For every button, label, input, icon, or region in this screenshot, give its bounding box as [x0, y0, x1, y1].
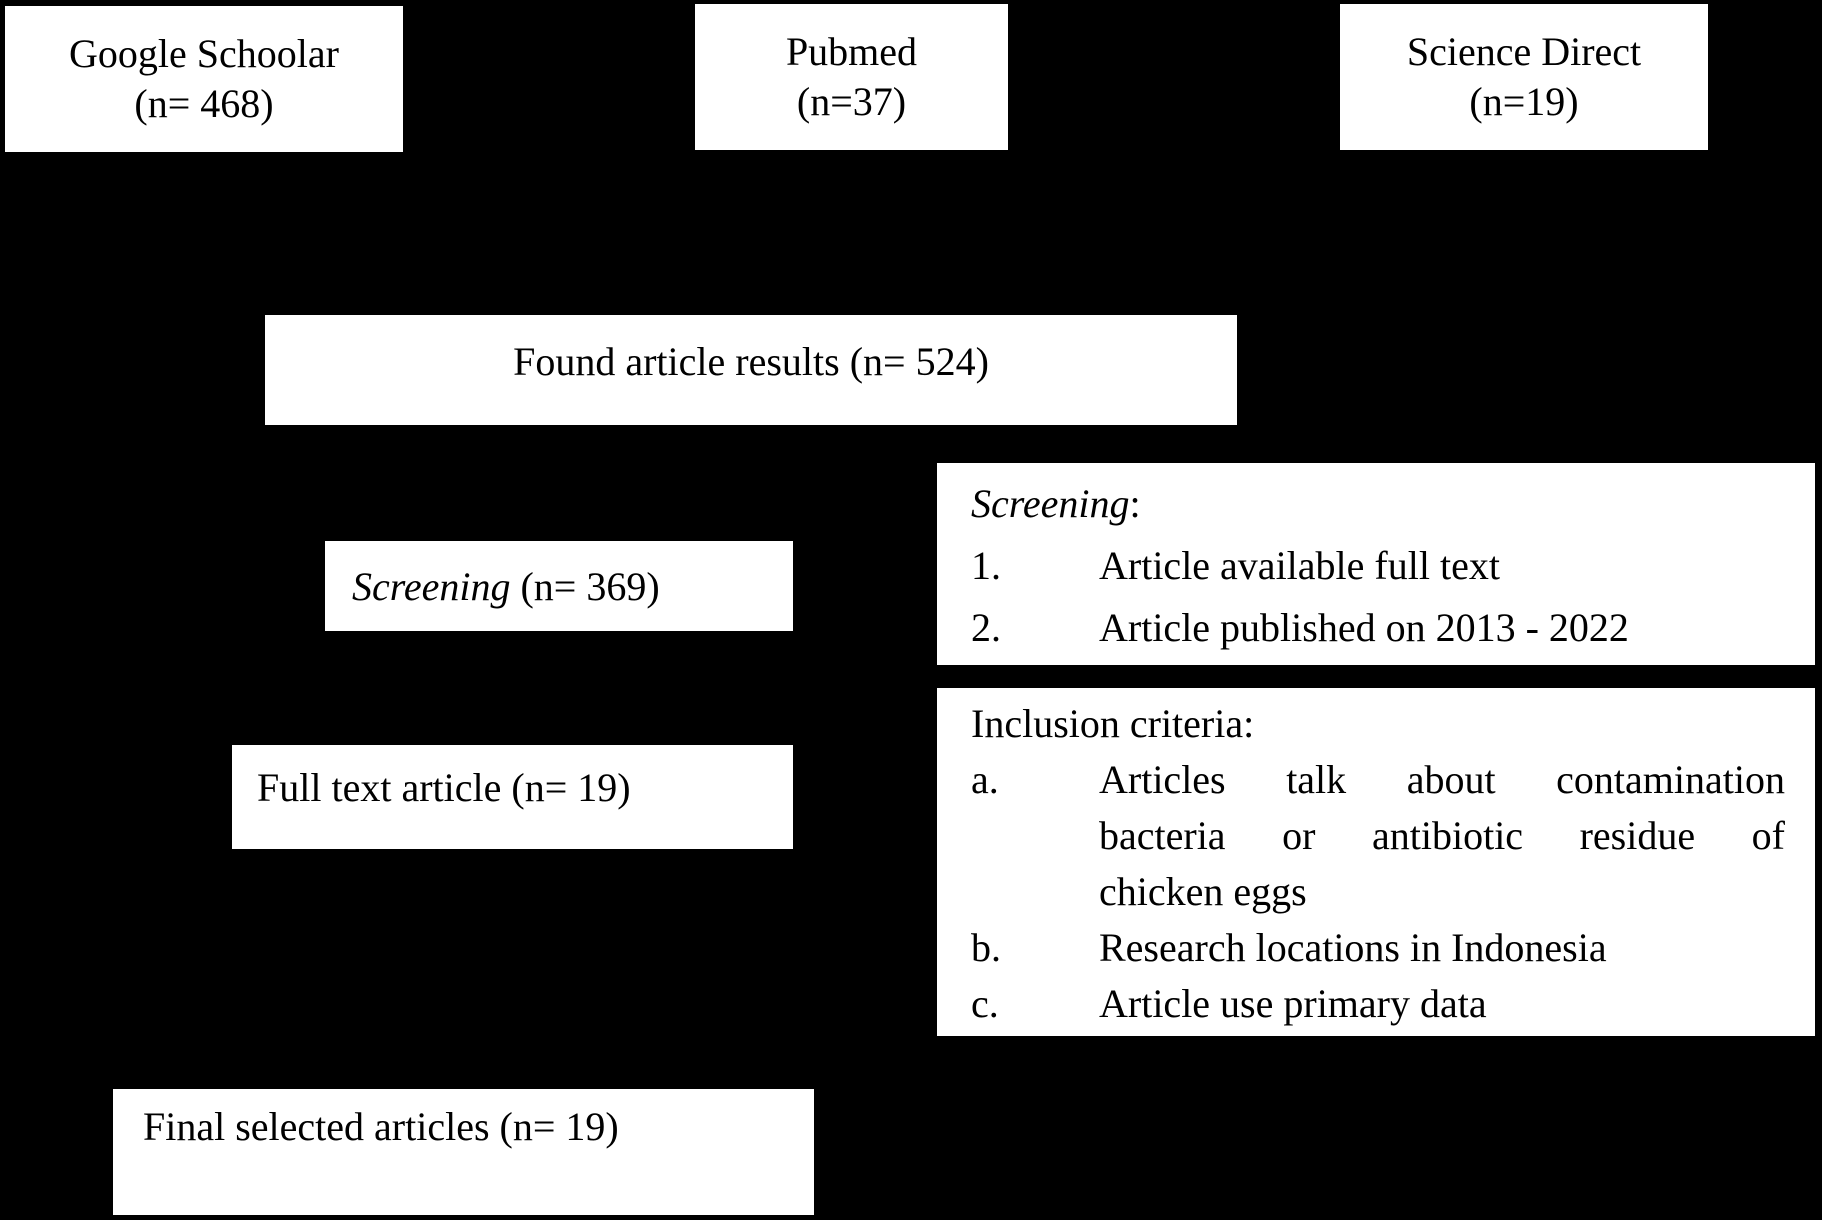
source-name: Science Direct: [1406, 29, 1642, 74]
screening-box: Screening (n= 369): [325, 541, 793, 631]
final-selected-box: Final selected articles (n= 19): [113, 1089, 814, 1215]
found-articles-box: Found article results (n= 524): [265, 315, 1237, 425]
screening-criteria-title-colon: :: [1129, 481, 1141, 526]
criteria-item: 2. Article published on 2013 - 2022: [971, 597, 1785, 659]
item-text: Article published on 2013 - 2022: [1099, 605, 1629, 650]
item-text: Article available full text: [1099, 543, 1500, 588]
screening-label-italic: Screening: [352, 563, 511, 609]
screening-label-count: (n= 369): [510, 563, 660, 609]
source-count: (n=37): [796, 79, 907, 124]
source-name: Google Schoolar: [69, 31, 339, 76]
item-text: Research locations in Indonesia: [1099, 925, 1607, 970]
source-count: (n=19): [1469, 79, 1579, 124]
screening-criteria-box: Screening: 1. Article available full tex…: [937, 463, 1815, 665]
source-box-pubmed: Pubmed (n=37): [695, 4, 1008, 150]
item-text-line: chicken eggs: [1099, 869, 1307, 914]
source-box-science-direct: Science Direct (n=19): [1340, 4, 1708, 150]
item-text-line: Articles talk about contamination: [1099, 757, 1785, 802]
criteria-item: 1. Article available full text: [971, 535, 1785, 597]
item-marker: 2.: [971, 605, 1001, 650]
item-marker: a.: [971, 757, 999, 802]
screening-criteria-title: Screening:: [971, 473, 1785, 535]
criteria-item: c. Article use primary data: [971, 976, 1785, 1032]
source-count: (n= 468): [134, 81, 274, 126]
screening-criteria-title-italic: Screening: [971, 481, 1130, 526]
inclusion-criteria-box: Inclusion criteria: a. Articles talk abo…: [937, 688, 1815, 1036]
item-marker: b.: [971, 925, 1001, 970]
found-articles-label: Found article results (n= 524): [513, 338, 989, 384]
item-marker: 1.: [971, 543, 1001, 588]
criteria-item: b. Research locations in Indonesia: [971, 920, 1785, 976]
item-text-line: bacteria or antibiotic residue of: [1099, 813, 1785, 858]
final-selected-label: Final selected articles (n= 19): [143, 1104, 619, 1149]
source-box-google-scholar: Google Schoolar (n= 468): [5, 6, 403, 152]
item-text: Article use primary data: [1099, 981, 1487, 1026]
full-text-box: Full text article (n= 19): [232, 745, 793, 849]
criteria-item: a. Articles talk about contamination bac…: [971, 752, 1785, 920]
screening-label: Screening (n= 369): [352, 563, 660, 610]
inclusion-criteria-title: Inclusion criteria:: [971, 701, 1255, 746]
item-marker: c.: [971, 981, 999, 1026]
item-text: Articles talk about contamination bacter…: [1099, 752, 1785, 920]
full-text-label: Full text article (n= 19): [257, 764, 631, 810]
source-name: Pubmed: [785, 29, 918, 74]
